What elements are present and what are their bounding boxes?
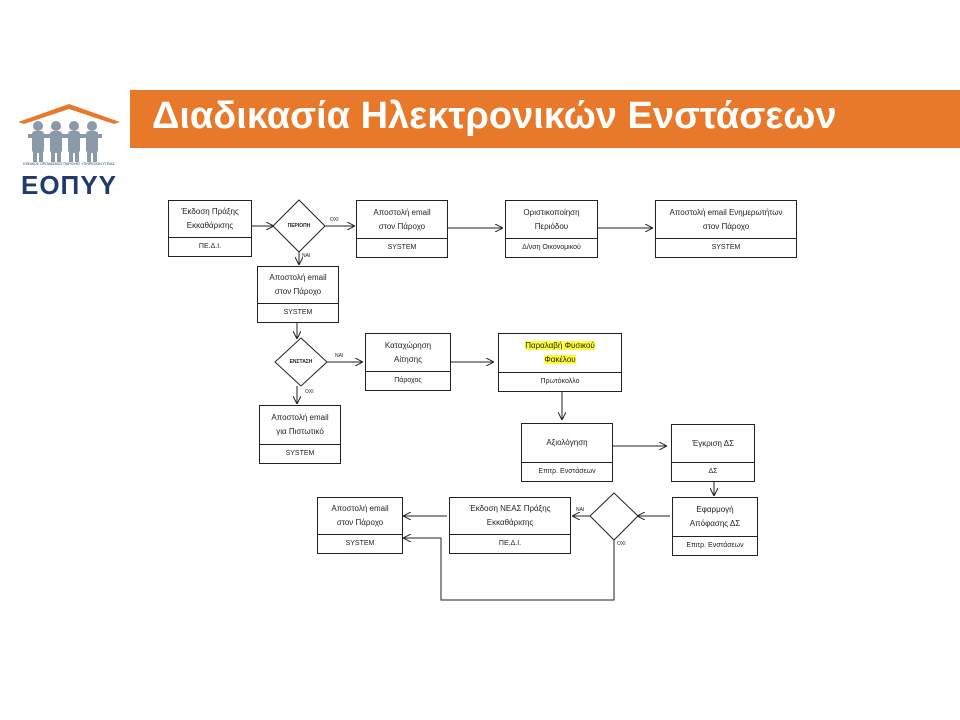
box-line: Αποστολή email — [269, 273, 327, 282]
box-line: Παραλαβή Φυσικού — [525, 341, 595, 350]
box-line: στον Πάροχο — [378, 221, 426, 231]
logo-subtitle: ΕΘΝΙΚΟΣ ΟΡΓΑΝΙΣΜΟΣ ΠΑΡΟΧΗΣ ΥΠΗΡΕΣΙΩΝ ΥΓΕ… — [23, 162, 115, 166]
process-box-email-paroxo-2: Αποστολή email στον Πάροχο SYSTEM — [257, 266, 339, 323]
box-line: Περιόδου — [534, 221, 569, 231]
box-owner: SYSTEM — [258, 303, 338, 322]
box-line: Αίτησης — [394, 354, 422, 364]
decision-1-label: ΠΕΡΙΟΠΗ — [287, 223, 311, 229]
box-line: Αποστολή email — [331, 504, 389, 513]
title-banner: Διαδικασία Ηλεκτρονικών Ενστάσεων — [130, 90, 960, 148]
d2-no-label: ΟΧΙ — [305, 389, 314, 395]
box-owner: Δ/νση Οικονομικού — [506, 238, 597, 257]
eopyy-logo: ΕΘΝΙΚΟΣ ΟΡΓΑΝΙΣΜΟΣ ΠΑΡΟΧΗΣ ΥΠΗΡΕΣΙΩΝ ΥΓΕ… — [16, 100, 122, 200]
decision-diamond-2 — [274, 337, 328, 387]
box-line: Αποστολή email — [271, 413, 329, 422]
box-line: Αποστολή email — [373, 207, 431, 217]
box-line: Απόφασης ΔΣ — [689, 519, 741, 528]
decision-diamond-3 — [589, 492, 639, 541]
box-owner: SYSTEM — [656, 238, 796, 257]
d1-no-label: ΟΧΙ — [330, 217, 339, 223]
process-box-axiologisi: Αξιολόγηση Επιτρ. Ενστάσεων — [521, 423, 613, 482]
d3-no-label: ΟΧΙ — [617, 541, 626, 547]
process-box-email-enimerotiton: Αποστολή email Ενημερωτήτων στον Πάροχο S… — [655, 200, 797, 258]
process-box-email-paroxo-3: Αποστολή email στον Πάροχο SYSTEM — [317, 497, 403, 554]
box-line: Εκκαθάρισης — [186, 221, 234, 230]
box-owner: ΠΕ.Δ.Ι. — [169, 237, 251, 256]
box-line: Εκκαθάρισης — [486, 518, 534, 527]
box-owner: Πάροχος — [366, 371, 450, 390]
box-owner: ΠΕ.Δ.Ι. — [450, 534, 570, 553]
box-owner: Επιτρ. Ενστάσεων — [522, 462, 612, 481]
box-line: Έγκριση ΔΣ — [691, 438, 735, 448]
logo-text: ΕΟΠΥΥ — [20, 170, 118, 200]
page-title: Διαδικασία Ηλεκτρονικών Ενστάσεων — [152, 95, 837, 137]
process-box-email-pistotiko: Αποστολή email για Πιστωτικό SYSTEM — [259, 405, 341, 464]
box-line: Αποστολή email Ενημερωτήτων — [669, 207, 783, 217]
box-owner: SYSTEM — [318, 534, 402, 553]
box-line: Έκδοση Πράξης — [181, 207, 239, 216]
box-line: Καταχώρηση — [384, 340, 432, 350]
d3-yes-label: ΝΑΙ — [576, 507, 585, 513]
box-line: για Πιστωτικό — [276, 427, 324, 436]
box-owner: Επιτρ. Ενστάσεων — [673, 536, 757, 555]
box-line: στον Πάροχο — [702, 221, 750, 231]
box-line: Έκδοση ΝΕΑΣ Πράξης — [469, 504, 551, 513]
box-line: Αξιολόγηση — [546, 438, 588, 447]
box-line: στον Πάροχο — [274, 287, 322, 296]
eopyy-logo-graphic — [18, 104, 120, 162]
process-box-egkrisi-ds: Έγκριση ΔΣ ΔΣ — [671, 424, 755, 482]
box-owner: ΔΣ — [672, 462, 754, 481]
process-box-email-paroxo: Αποστολή email στον Πάροχο SYSTEM — [356, 200, 448, 258]
box-owner: SYSTEM — [260, 444, 340, 463]
decision-diamond-1 — [272, 199, 326, 253]
d1-yes-label: ΝΑΙ — [302, 253, 311, 259]
box-line: στον Πάροχο — [336, 518, 384, 527]
d2-yes-label: ΝΑΙ — [335, 353, 344, 359]
box-owner: SYSTEM — [357, 238, 447, 257]
box-line: Οριστικοποίηση — [523, 207, 580, 217]
box-line: Εφαρμογή — [696, 505, 734, 514]
box-line: Φακέλου — [544, 355, 576, 364]
decision-2-label: ΕΝΣΤΑΣΗ — [289, 359, 313, 365]
box-owner: Πρωτόκολλο — [499, 372, 621, 391]
